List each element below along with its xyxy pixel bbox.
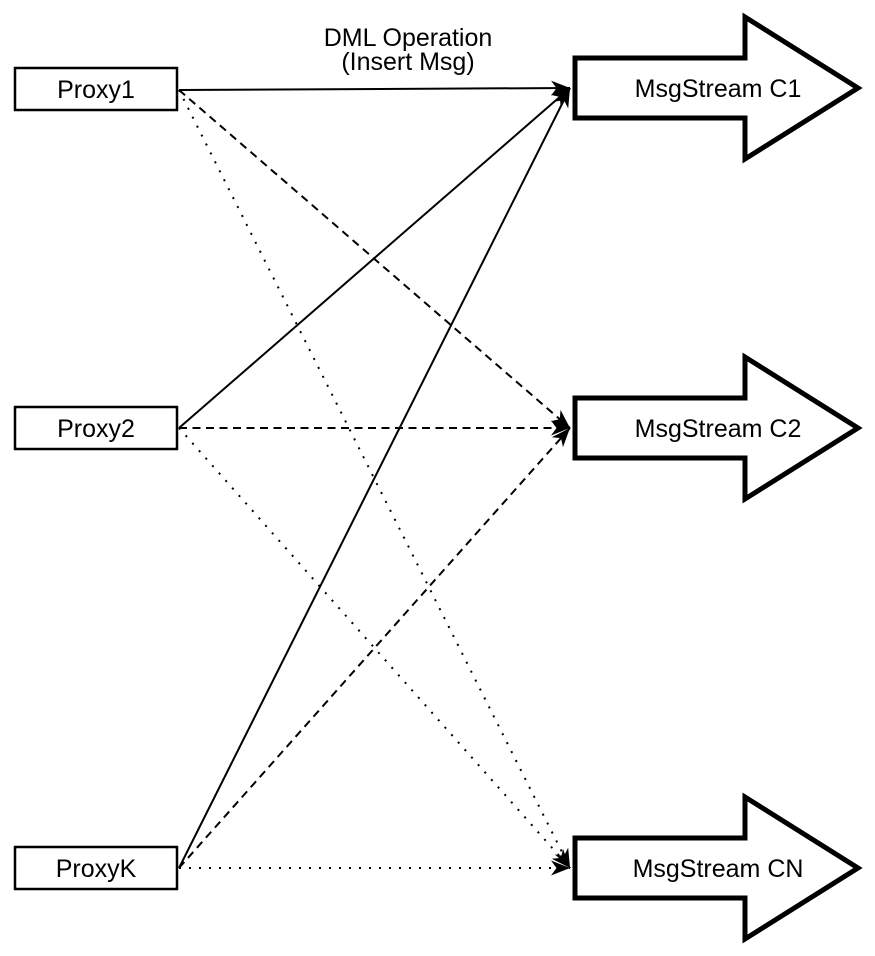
edge-proxy2-cn	[178, 427, 571, 869]
msgstream-cn-arrow-shape	[572, 792, 863, 944]
proxy2-box	[13, 405, 179, 451]
edge-proxyk-c2	[178, 427, 571, 869]
node-msgstream-c2: MsgStream C2	[572, 352, 863, 504]
edges-layer	[178, 80, 571, 876]
msgstream-c1-arrow-shape	[572, 12, 863, 164]
edge-proxy1-c1	[178, 80, 571, 96]
node-msgstream-c1: MsgStream C1	[572, 12, 863, 164]
proxy1-box	[13, 66, 179, 112]
edge-proxy2-c1	[178, 87, 571, 429]
node-proxy1: Proxy1	[13, 66, 179, 112]
edge-annotation-line2: (Insert Msg)	[341, 48, 474, 76]
msgstream-cn-label: MsgStream CN	[633, 855, 804, 883]
proxy2-label: Proxy2	[57, 415, 135, 443]
proxy1-label: Proxy1	[57, 76, 135, 104]
proxyk-box	[13, 845, 179, 891]
proxyk-label: ProxyK	[56, 855, 137, 883]
node-proxy2: Proxy2	[13, 405, 179, 451]
edge-proxyk-c1	[178, 87, 571, 869]
node-msgstream-cn: MsgStream CN	[572, 792, 863, 944]
edge-annotation-line1: DML Operation	[324, 24, 493, 52]
msgstream-c2-label: MsgStream C2	[635, 415, 802, 443]
node-proxyk: ProxyK	[13, 845, 179, 891]
msgstream-c2-arrow-shape	[572, 352, 863, 504]
msgstream-c1-label: MsgStream C1	[635, 75, 802, 103]
